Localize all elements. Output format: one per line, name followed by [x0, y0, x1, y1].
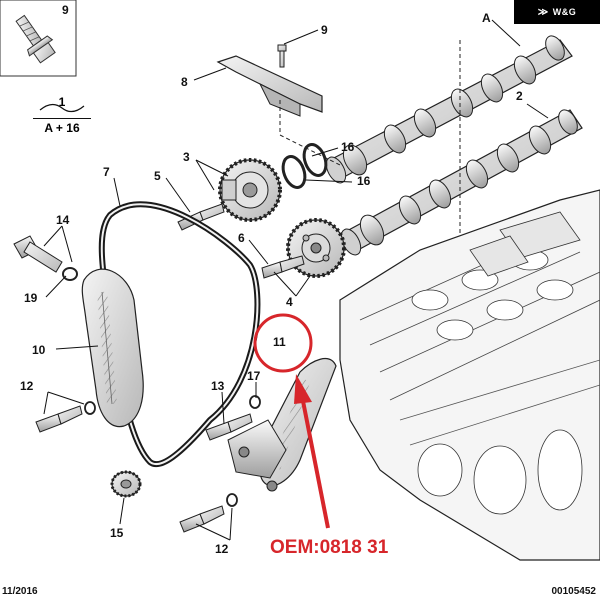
brand-logo: ≫ W&G [514, 0, 600, 24]
footer-date: 11/2016 [2, 586, 38, 597]
callout-10: 10 [32, 343, 46, 357]
leader-lines [43, 19, 549, 541]
exhaust-sprocket-4 [286, 218, 346, 278]
bolt-9-legend-icon [0, 0, 77, 77]
footer-reference: 00105452 [551, 586, 597, 597]
callout-A: A [482, 11, 491, 25]
tensioner-blade-10 [81, 268, 144, 428]
callout-19: 19 [24, 291, 38, 305]
bolt-6 [261, 255, 305, 279]
brand-text: W&G [552, 7, 577, 17]
legend-assembly: 1 A + 16 [33, 95, 91, 135]
washer-17 [249, 395, 261, 409]
o-rings-16 [281, 143, 328, 189]
cylinder-head [339, 189, 600, 561]
highlight-arrow [294, 374, 330, 529]
oem-part-number: OEM:0818 31 [270, 537, 389, 558]
vvt-sprocket-3 [218, 158, 282, 222]
crank-sprocket-15 [110, 470, 142, 498]
camshaft-a [325, 35, 573, 184]
fixed-chain-guide-11 [227, 357, 337, 492]
upper-guide-8 [216, 40, 461, 250]
callout-11: 11 [273, 335, 286, 349]
highlight-circle-11 [253, 313, 313, 373]
callout-16-a: 16 [341, 140, 355, 154]
callout-13: 13 [211, 379, 225, 393]
chain-tensioner-14 [13, 235, 78, 281]
callout-9: 9 [321, 23, 328, 37]
wings-icon: ≫ [537, 6, 549, 18]
callout-5: 5 [154, 169, 161, 183]
callout-12-left: 12 [20, 379, 34, 393]
legend-tilde [39, 103, 85, 113]
callout-15: 15 [110, 526, 124, 540]
bolt-13 [205, 413, 253, 441]
callout-8: 8 [181, 75, 188, 89]
callout-7: 7 [103, 165, 110, 179]
callout-14: 14 [56, 213, 70, 227]
callout-4: 4 [286, 295, 293, 309]
legend-formula: A + 16 [33, 118, 91, 135]
callout-9-legend: 9 [62, 3, 69, 17]
callout-3: 3 [183, 150, 190, 164]
callout-12-bottom: 12 [215, 542, 229, 556]
bolt-9-small [277, 44, 287, 68]
callout-2: 2 [516, 89, 523, 103]
bolt-12-left [35, 401, 96, 433]
callout-6: 6 [238, 231, 245, 245]
callout-16-b: 16 [357, 174, 371, 188]
camshaft-2 [340, 109, 583, 256]
callout-17: 17 [247, 369, 261, 383]
legend-number: 1 [58, 95, 66, 109]
bolt-12-bottom [179, 493, 238, 533]
